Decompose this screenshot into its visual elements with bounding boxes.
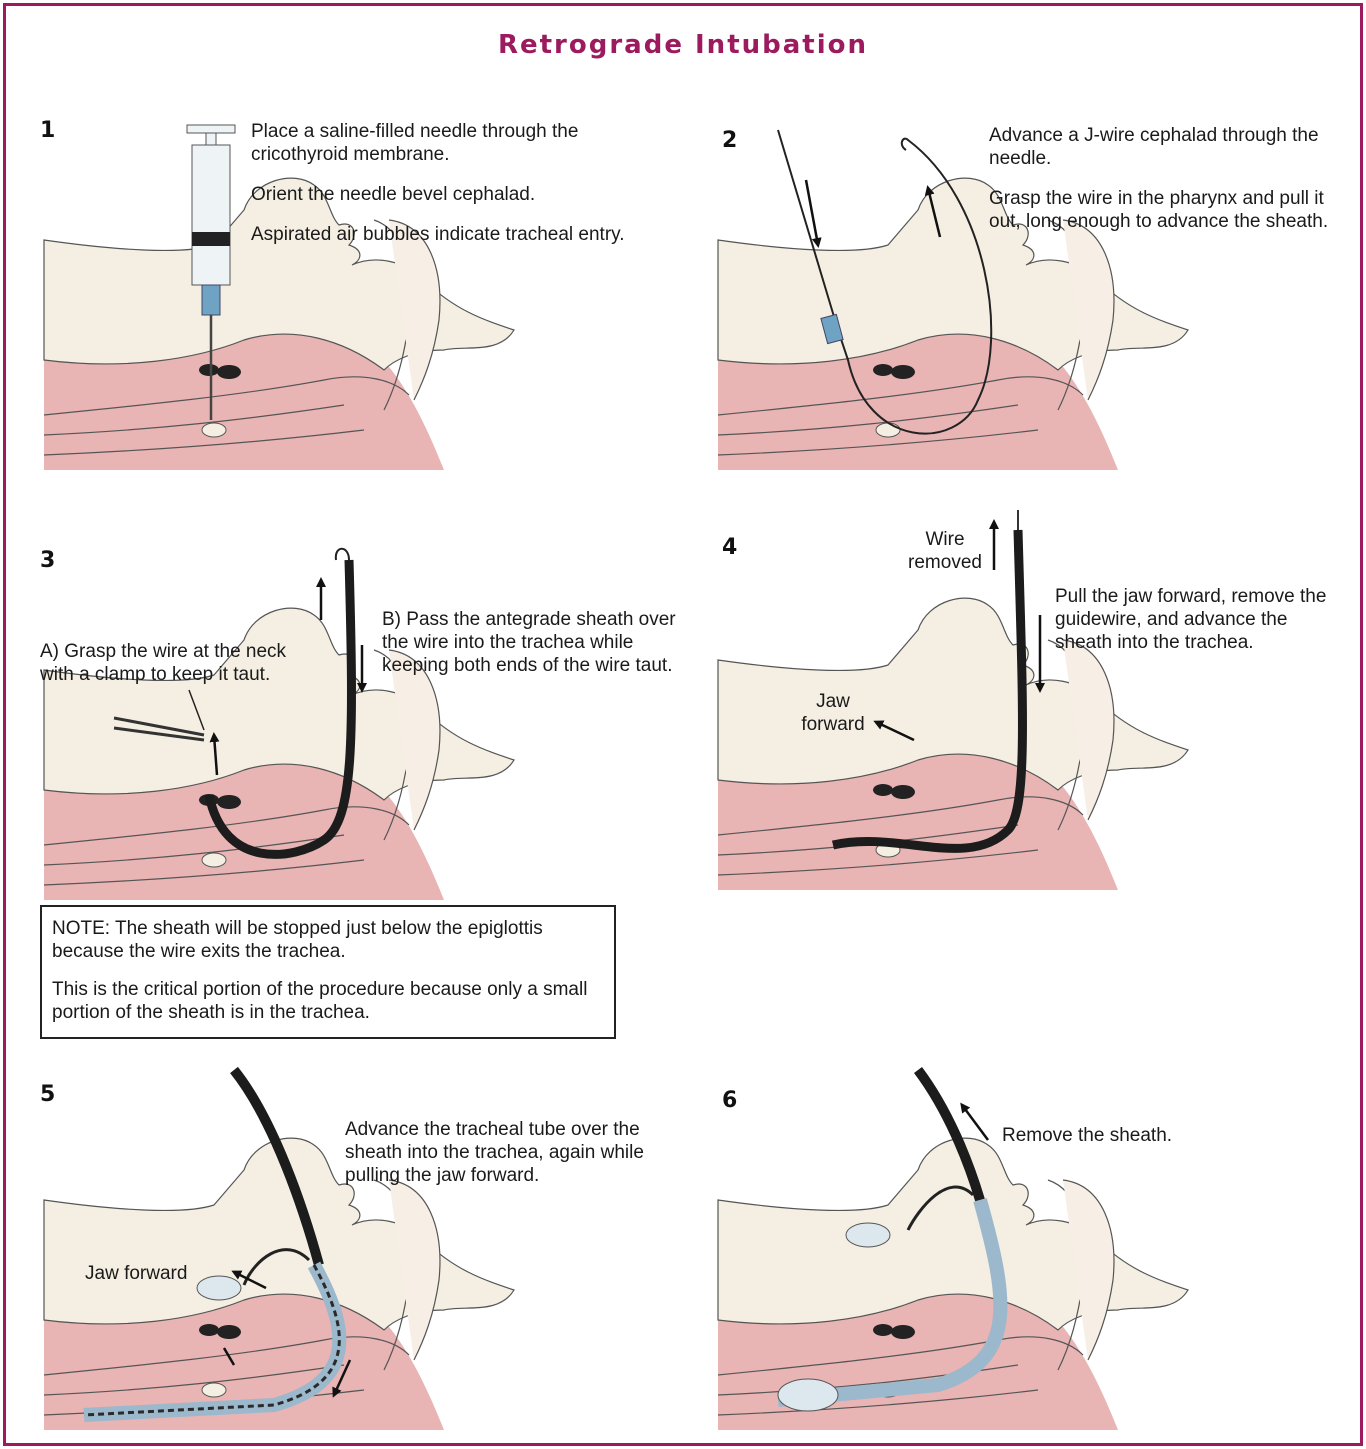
step-3-label-a: A) Grasp the wire at the neck with a cla… [40,640,290,686]
step-1-text: Place a saline-filled needle through the… [251,120,631,263]
note-box: NOTE: The sheath will be stopped just be… [40,905,616,1039]
step-4-label-jaw: Jaw forward [788,690,878,736]
note-line-2: This is the critical portion of the proc… [52,978,604,1024]
step-3-label-b: B) Pass the antegrade sheath over the wi… [382,608,682,677]
step-5-illustration [44,1060,644,1440]
step-3-illustration [44,540,644,890]
step-6-text: Remove the sheath. [1002,1124,1302,1164]
note-line-1: NOTE: The sheath will be stopped just be… [52,917,604,963]
step-4-label-main: Pull the jaw forward, remove the guidewi… [1055,585,1345,654]
step-1-number: 1 [40,118,55,143]
step-6-illustration [718,1060,1318,1445]
step-5-label-jaw: Jaw forward [85,1262,215,1285]
step-4-label-wire: Wire removed [900,528,990,574]
step-2-text: Advance a J-wire cephalad through the ne… [989,124,1339,250]
step-5-text: Advance the tracheal tube over the sheat… [345,1118,655,1204]
page-title: Retrograde Intubation [0,30,1366,60]
